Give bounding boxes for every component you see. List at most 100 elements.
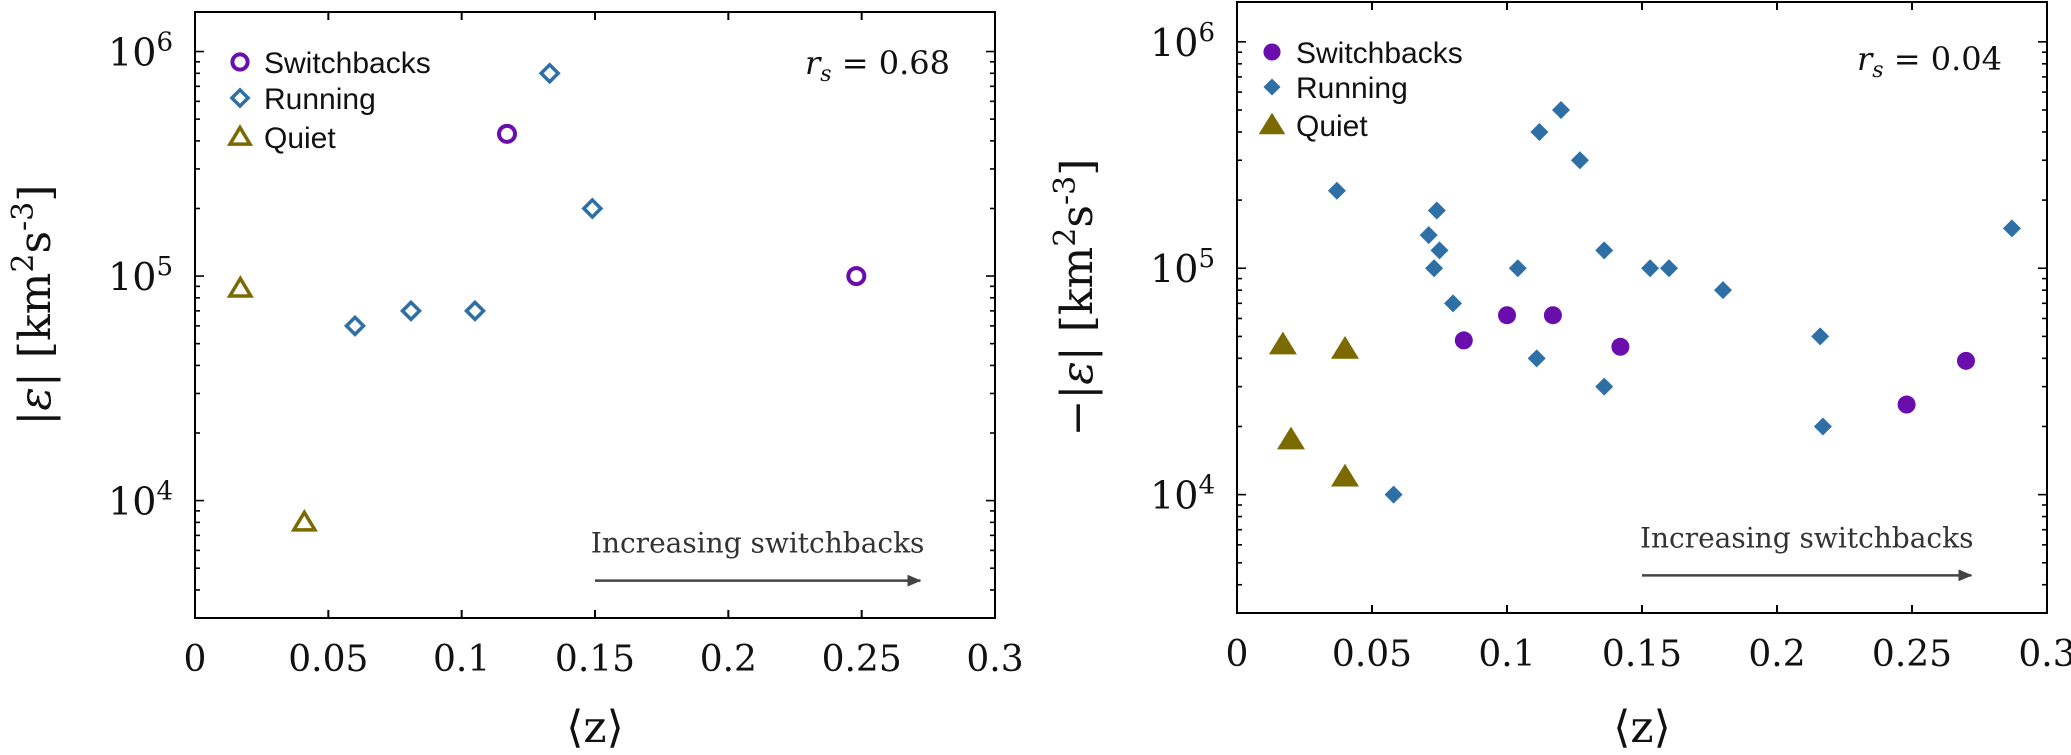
legend: Switchbacks Running Quiet	[226, 47, 431, 155]
point-running	[1660, 259, 1678, 278]
y-tick-base: 10	[108, 255, 156, 299]
ylabel-sup2: -3	[1048, 176, 1083, 205]
point-running	[1327, 181, 1346, 200]
legend-switchbacks-label: Switchbacks	[264, 47, 431, 80]
y-tick-label: 105	[108, 252, 173, 299]
ylabel-post: ]	[10, 185, 61, 202]
point-running	[400, 299, 422, 322]
y-tick-base: 10	[1150, 21, 1198, 65]
point-switchbacks	[1897, 395, 1916, 414]
point-switchbacks	[1957, 351, 1975, 370]
arrow-annotation-label: Increasing switchbacks	[1640, 521, 1974, 554]
x-tick-label: 0.1	[433, 639, 490, 680]
point-quiet	[1277, 426, 1305, 450]
point-running	[1813, 417, 1832, 436]
data-marks	[226, 62, 867, 532]
point-running	[1430, 241, 1449, 260]
legend-quiet-symbol	[226, 124, 254, 146]
point-switchbacks	[846, 266, 867, 287]
point-quiet	[290, 508, 318, 532]
legend-running-symbol	[229, 87, 251, 109]
legend-quiet-label: Quiet	[264, 122, 336, 155]
y-tick-base: 10	[1150, 474, 1198, 518]
correlation-annotation: rs = 0.68	[805, 44, 950, 87]
y-tick-base: 10	[108, 31, 156, 75]
point-switchbacks	[1611, 337, 1630, 356]
y-axis-label: −|ε| [km2s-3]	[1048, 159, 1104, 437]
x-axis-label: ⟨z⟩	[566, 702, 624, 753]
legend-marker	[229, 87, 251, 109]
ylabel-s: s	[1052, 205, 1103, 228]
point-running	[464, 299, 486, 322]
ylabel-eps: ε	[10, 387, 61, 411]
point-running	[581, 197, 604, 220]
y-tick-label: 104	[1150, 471, 1215, 518]
legend-running-symbol	[1263, 78, 1281, 96]
point-running	[1384, 485, 1403, 504]
ylabel-sup1: 2	[1048, 228, 1083, 247]
point-switchbacks	[1498, 306, 1516, 325]
x-tick-label: 0.3	[966, 639, 1023, 680]
point-running	[1570, 151, 1589, 170]
x-tick-label: 0	[1226, 634, 1249, 675]
y-tick-label: 104	[108, 477, 173, 524]
y-tick-label: 106	[1150, 18, 1215, 65]
correlation-annotation: rs = 0.04	[1857, 40, 2002, 83]
y-tick-exponent: 4	[156, 477, 173, 507]
y-tick-exponent: 4	[1198, 471, 1215, 501]
point-quiet	[1331, 463, 1359, 487]
legend-running-label: Running	[264, 83, 376, 116]
legend-marker	[1258, 112, 1286, 135]
point-quiet	[226, 275, 254, 298]
rs-sub: s	[820, 62, 831, 87]
y-tick-exponent: 5	[1198, 244, 1215, 274]
ylabel-s: s	[10, 231, 61, 254]
ylabel-pre: |	[10, 411, 61, 426]
point-quiet	[1268, 331, 1297, 355]
legend-marker	[230, 52, 250, 72]
point-switchbacks	[1543, 306, 1562, 325]
x-tick-label: 0.25	[822, 639, 902, 680]
point-running	[344, 314, 366, 337]
x-tick-label: 0	[184, 639, 207, 680]
ylabel-mid: | [km	[10, 273, 61, 387]
point-running	[1552, 101, 1570, 120]
y-tick-label: 105	[1150, 244, 1215, 291]
y-tick-base: 10	[108, 480, 156, 524]
y-tick-base: 10	[1150, 247, 1198, 291]
x-tick-label: 0.3	[2018, 634, 2071, 675]
point-running	[1425, 259, 1444, 278]
point-running	[1508, 259, 1527, 278]
rs-value: = 0.68	[832, 44, 950, 82]
legend-marker	[226, 124, 254, 146]
ylabel-sup1: 2	[6, 254, 41, 273]
y-axis-label: |ε| [km2s-3]	[6, 185, 62, 426]
y-tick-exponent: 6	[156, 28, 173, 58]
ylabel-eps: ε	[1052, 361, 1103, 385]
rs-value: = 0.04	[1884, 40, 2002, 78]
arrow-annotation-label: Increasing switchbacks	[591, 527, 925, 560]
rs-sub: s	[1872, 58, 1883, 83]
ylabel-sup2: -3	[6, 202, 41, 231]
point-switchbacks	[497, 123, 517, 144]
point-running	[2002, 219, 2021, 238]
x-tick-label: 0.15	[555, 639, 635, 680]
legend-marker	[1263, 43, 1281, 61]
x-tick-label: 0.25	[1872, 634, 1952, 675]
legend: Switchbacks Running Quiet	[1258, 37, 1463, 143]
point-running	[1427, 201, 1446, 220]
point-running	[1530, 122, 1549, 141]
ylabel-pre: −|	[1052, 385, 1103, 437]
legend-running-label: Running	[1296, 72, 1408, 105]
x-tick-label: 0.05	[288, 639, 368, 680]
ylabel-mid: | [km	[1052, 247, 1103, 361]
point-running	[1811, 327, 1830, 346]
point-quiet	[1331, 335, 1359, 359]
point-switchbacks	[1454, 331, 1473, 350]
